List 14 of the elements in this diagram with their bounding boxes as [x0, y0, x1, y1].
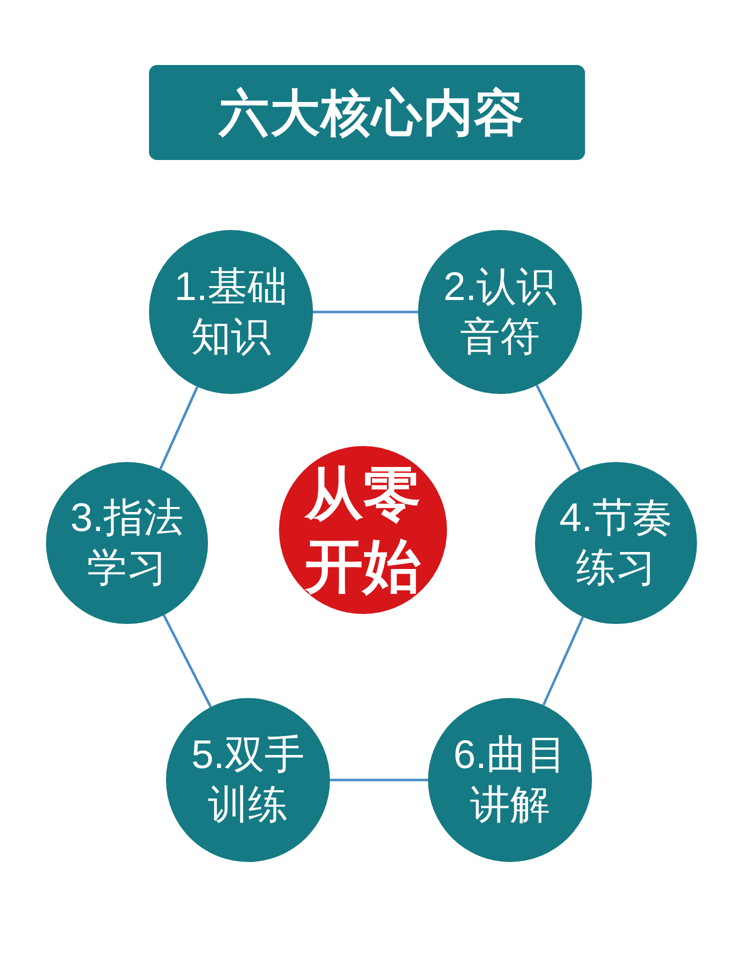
connector-line: [542, 616, 584, 706]
topic-label: 5.双手训练: [190, 732, 306, 829]
connector-line: [313, 310, 418, 314]
title-banner: 六大核心内容: [149, 65, 585, 160]
connector-line: [536, 384, 581, 472]
topic-label: 6.曲目讲解: [452, 732, 568, 829]
connector-line: [162, 614, 212, 708]
center-label: 从零开始: [303, 459, 422, 602]
topic-label: 4.节奏练习: [558, 495, 674, 592]
topic-label: 2.认识音符: [442, 264, 558, 361]
connector-line: [159, 386, 198, 470]
topic-label: 1.基础知识: [173, 264, 289, 361]
topic-label: 3.指法学习: [69, 495, 185, 592]
connector-line: [330, 778, 428, 782]
